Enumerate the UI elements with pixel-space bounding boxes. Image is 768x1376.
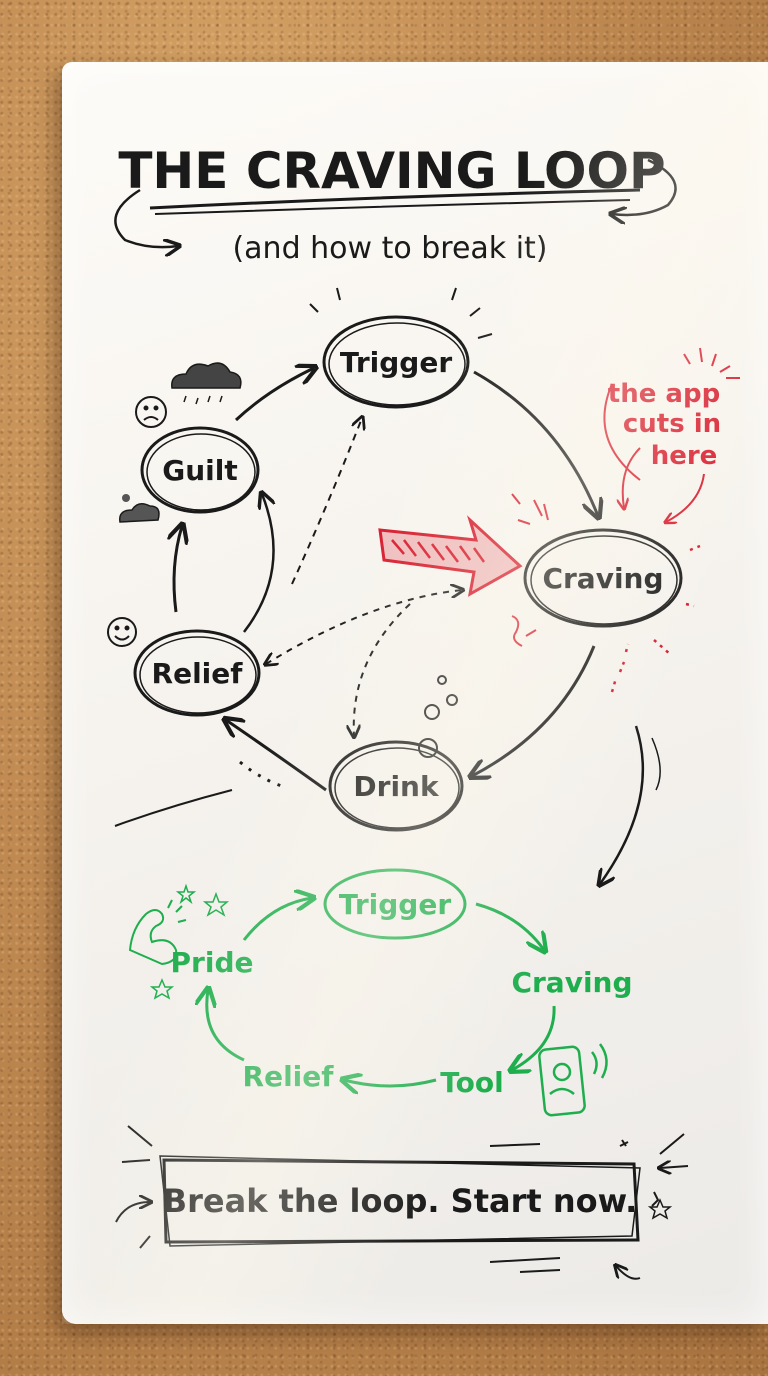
node-drink: Drink [328, 675, 464, 832]
node-trigger-label: Trigger [340, 346, 453, 379]
cta-text: Break the loop. Start now. [163, 1182, 638, 1220]
green-node-relief-label: Relief [243, 1060, 335, 1093]
cta-arrow-bottom-icon [616, 1266, 641, 1280]
dashed-arrow-relief-craving [266, 590, 462, 664]
node-craving-label: Craving [542, 562, 663, 595]
trigger-emphasis-icon [309, 287, 493, 339]
cta-box[interactable]: Break the loop. Start now. [159, 1155, 641, 1247]
app-annotation: the app cuts in here [511, 347, 740, 693]
arrow-drink-to-relief [226, 720, 327, 792]
annotation-arrow-1 [623, 447, 641, 508]
annotation-arrow-2 [666, 473, 705, 522]
dashed-arrow-to-drink [354, 603, 411, 736]
smoke-cloud-icon [119, 494, 160, 523]
node-relief-label: Relief [152, 657, 244, 690]
arrow-relief-to-guilt [174, 526, 182, 613]
arrow-trigger-to-craving [473, 370, 598, 516]
title-swirl-left-icon [114, 188, 178, 247]
title-underline [149, 188, 641, 210]
red-spark-icon [511, 493, 549, 525]
sad-face-icon [135, 396, 167, 428]
node-craving: Craving [523, 528, 683, 628]
phone-app-icon [538, 1043, 608, 1117]
motion-dots [239, 760, 289, 790]
green-arrow-relief-pride [207, 990, 245, 1062]
title-swirl-right-icon [612, 158, 677, 215]
green-arrow-craving-tool [512, 1005, 556, 1070]
green-arrow-tool-relief [344, 1080, 437, 1086]
sparkle-icon [619, 1139, 629, 1147]
bubbles-icon [418, 675, 458, 758]
red-marks-icon [610, 544, 701, 693]
sketch-stroke [114, 789, 233, 827]
node-relief: Relief [107, 617, 261, 717]
green-arrow-pride-trigger [242, 898, 312, 941]
arrow-guilt-to-trigger [234, 368, 314, 422]
annotation-line-1: the app [608, 379, 720, 409]
arrow-shadow-stroke [651, 737, 661, 791]
green-node-craving-label: Craving [511, 966, 632, 999]
cta-sketch-marks [139, 1143, 660, 1273]
red-squiggle-icon [511, 615, 537, 647]
star-icon [149, 978, 175, 1000]
smiley-icon [107, 617, 137, 647]
whiteboard [62, 62, 768, 1324]
annotation-burst-icon [683, 347, 740, 379]
green-arrow-trigger-craving [475, 902, 544, 950]
star-icon [202, 891, 230, 917]
rain-cloud-icon [171, 362, 242, 405]
annotation-line-2: cuts in [623, 409, 721, 439]
green-node-trigger: Trigger [323, 868, 467, 940]
flexed-arm-icon [128, 899, 187, 966]
node-guilt: Guilt [119, 362, 260, 523]
arrow-relief-to-guilt-inner [243, 494, 274, 633]
cta-arrows-right-icon [660, 1133, 689, 1168]
dashed-arrow-to-trigger [291, 418, 362, 585]
green-node-trigger-label: Trigger [339, 888, 452, 921]
cta-arrows-left-icon [115, 1125, 152, 1223]
arrow-to-broken-loop [600, 725, 645, 884]
arrow-craving-to-drink [472, 645, 596, 776]
diagram-subtitle: (and how to break it) [232, 231, 547, 266]
node-trigger: Trigger [309, 287, 493, 409]
node-drink-label: Drink [353, 770, 440, 803]
green-node-tool-label: Tool [440, 1066, 503, 1099]
green-node-pride-label: Pride [171, 946, 254, 979]
red-intervention-arrow-icon [378, 515, 523, 597]
annotation-line-3: here [651, 441, 718, 471]
title-underline-2 [154, 199, 631, 215]
star-icon [175, 883, 197, 905]
star-icon [647, 1198, 673, 1220]
node-guilt-label: Guilt [162, 454, 238, 487]
